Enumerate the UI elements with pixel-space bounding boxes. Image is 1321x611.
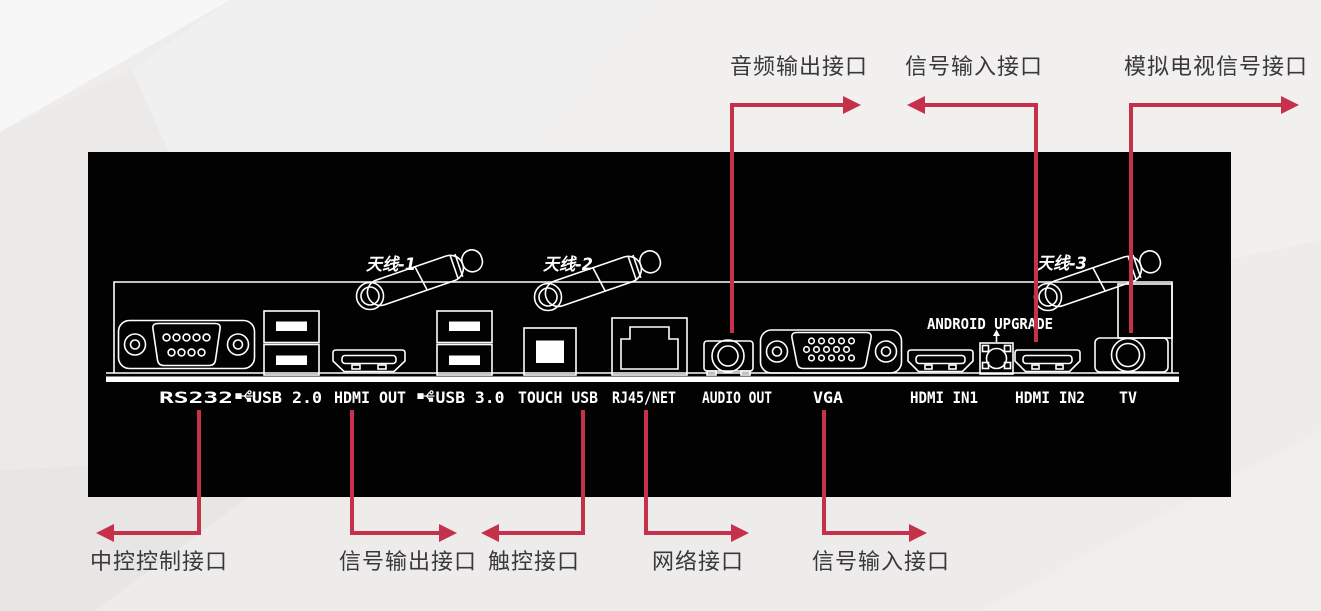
antenna-2-label: 天线-2 [543, 255, 593, 275]
hdmi-in1-port [907, 349, 974, 373]
callout-analog-tv-signal: 模拟电视信号接口 [1124, 55, 1309, 80]
hdmi-in1-label: HDMI IN1 [910, 388, 978, 407]
android-upgrade-button [979, 329, 1014, 375]
rj45-port [611, 317, 688, 376]
signal-input-bottom-callout-arrow [822, 410, 927, 542]
usb2-label: USB 2.0 [252, 388, 322, 407]
rj45-label: RJ45/NET [612, 388, 676, 407]
rs232-callout-arrow [96, 410, 201, 542]
touch-usb-port [523, 327, 577, 376]
callout-signal-input-top: 信号输入接口 [905, 55, 1044, 80]
hdmi-in2-port [1014, 349, 1081, 373]
hdmi-out-label: HDMI OUT [334, 388, 406, 407]
callout-audio-output: 音频输出接口 [730, 55, 869, 80]
touch-usb-label: TOUCH USB [518, 388, 598, 407]
usb3-label: USB 3.0 [436, 388, 505, 407]
touch-callout-arrow [481, 410, 585, 542]
callout-central-control: 中控控制接口 [90, 550, 229, 575]
antenna-3-label: 天线-3 [1037, 254, 1087, 274]
usb-icon [235, 390, 253, 402]
signal-input-top-callout-arrow [907, 96, 1038, 342]
usb3-port [436, 310, 493, 376]
hdmi-out-port [332, 349, 406, 373]
signal-output-callout-arrow [350, 410, 457, 542]
tv-label: TV [1119, 388, 1137, 407]
network-callout-arrow [644, 410, 749, 542]
hdmi-in2-label: HDMI IN2 [1015, 388, 1085, 407]
audio-out-callout-arrow [730, 96, 861, 333]
usb-icon [417, 390, 435, 402]
vga-label: VGA [813, 388, 843, 407]
vga-port [759, 329, 903, 374]
callout-touch: 触控接口 [488, 550, 581, 575]
android-upgrade-label: ANDROID UPGRADE [927, 315, 1053, 333]
rs232-port [117, 319, 256, 370]
callout-signal-output: 信号输出接口 [339, 550, 478, 575]
rs232-label: RS232 [159, 388, 233, 407]
antenna-3: 天线-3 [1033, 250, 1162, 312]
usb2-port [263, 310, 320, 376]
antenna-2: 天线-2 [533, 250, 662, 312]
audio-out-port [703, 339, 754, 376]
antenna-1-label: 天线-1 [366, 255, 416, 275]
antenna-1: 天线-1 [355, 249, 484, 311]
callout-network: 网络接口 [652, 550, 745, 575]
analog-tv-callout-arrow [1129, 96, 1299, 333]
callout-signal-input-bottom: 信号输入接口 [812, 550, 951, 575]
audio-out-label: AUDIO OUT [702, 388, 772, 407]
tv-port [1094, 283, 1173, 373]
